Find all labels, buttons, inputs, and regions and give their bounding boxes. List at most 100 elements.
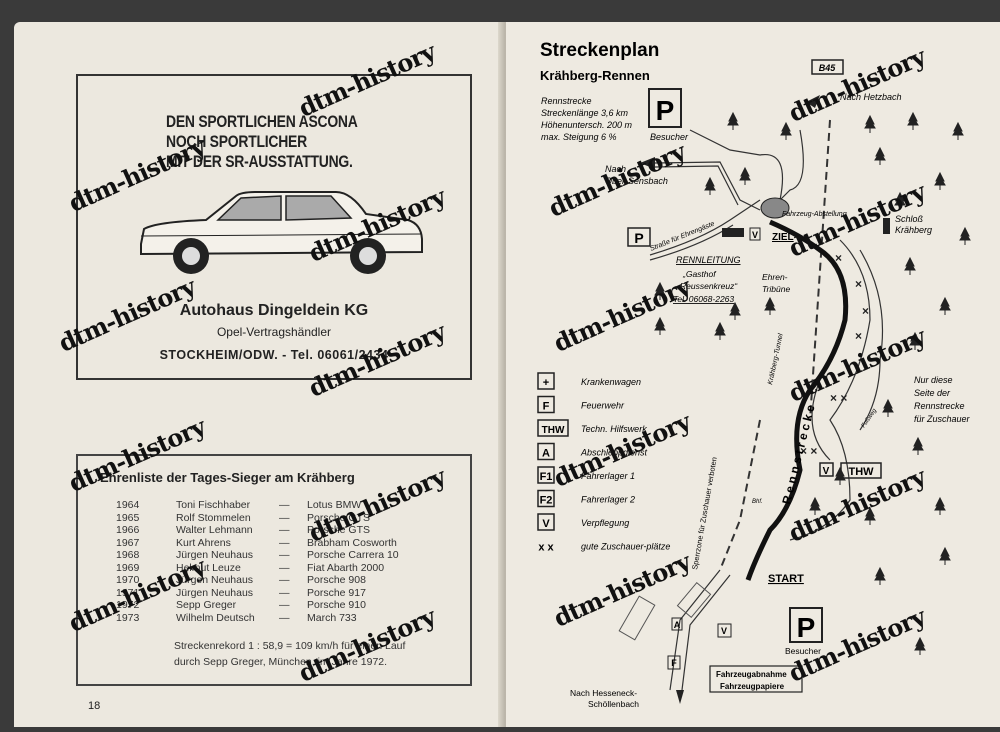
legend-symbol-box bbox=[537, 372, 555, 390]
info-line: Höhenuntersch. 200 m bbox=[541, 120, 633, 130]
tree-icon bbox=[939, 296, 951, 315]
tree-icon bbox=[894, 191, 906, 210]
castle-label: Krähberg bbox=[895, 225, 932, 235]
year-cell: 1968 bbox=[116, 549, 140, 561]
honor-list-box: Ehrenliste der Tages-Sieger am Krähberg … bbox=[76, 454, 472, 686]
legend-symbol-box bbox=[537, 466, 555, 484]
restricted-zone-label: Sperrzone für Zuschauer verboten bbox=[690, 456, 719, 570]
year-cell: 1964 bbox=[116, 499, 140, 511]
gasthof-label: Reussenkreuz“ bbox=[680, 281, 738, 291]
info-line: Streckenlänge 3,6 km bbox=[541, 108, 629, 118]
driver-cell: Walter Lehmann bbox=[176, 524, 253, 536]
tree-icon bbox=[904, 256, 916, 275]
year-cell: 1967 bbox=[116, 536, 140, 549]
driver-cell: Jürgen Neuhaus bbox=[176, 549, 254, 561]
thw-letter: THW bbox=[848, 466, 874, 478]
legend-symbol: x x bbox=[538, 542, 554, 554]
car-cell: March 733 bbox=[307, 611, 357, 624]
legend-symbol: F1 bbox=[540, 471, 553, 483]
car-cell: Porsche GTS bbox=[307, 524, 371, 536]
paddock-area bbox=[760, 197, 790, 219]
legend-symbol-box bbox=[537, 513, 555, 531]
dash-cell: — bbox=[279, 586, 290, 599]
legend-symbol: F2 bbox=[540, 495, 553, 507]
parking-sign bbox=[789, 607, 823, 643]
tree-icon bbox=[939, 546, 951, 565]
dash-cell: — bbox=[279, 499, 290, 511]
tree-icon bbox=[864, 506, 876, 525]
car-cell: Porsche 908 bbox=[307, 574, 366, 586]
driver-cell: Helmut Leuze bbox=[176, 561, 241, 574]
tree-icon bbox=[874, 146, 886, 165]
legend-symbol: A bbox=[542, 448, 550, 460]
tree-icon bbox=[654, 316, 666, 335]
map-subtitle: Krähberg-Rennen bbox=[540, 68, 650, 83]
info-line: Rennstrecke bbox=[541, 96, 592, 106]
note-line: Nur diese bbox=[914, 375, 953, 385]
dealer-address: STOCKHEIM/ODW. - Tel. 06061/2434 bbox=[159, 348, 389, 362]
svg-text:×: × bbox=[855, 277, 862, 291]
driver-cell: Jürgen Neuhaus bbox=[176, 586, 254, 599]
legend-symbol-box bbox=[537, 489, 555, 508]
spectator-note: Nur diese Seite der Rennstrecke für Zusc… bbox=[914, 375, 971, 424]
dash-cell: — bbox=[279, 561, 290, 574]
arrow-icon bbox=[676, 690, 684, 704]
year-cell: 1969 bbox=[116, 561, 140, 574]
record-line: Streckenrekord 1 : 58,9 = 109 km/h für e… bbox=[174, 640, 406, 652]
start-label: START bbox=[768, 573, 804, 585]
dash-cell: — bbox=[279, 524, 290, 536]
year-cell: 1973 bbox=[116, 611, 140, 624]
towing-sign bbox=[671, 617, 683, 631]
legend-symbol-box bbox=[537, 419, 569, 437]
svg-text:×: × bbox=[855, 329, 862, 343]
svg-text:× ×: × × bbox=[830, 391, 847, 405]
legend-symbol: V bbox=[542, 518, 550, 530]
record-line: durch Sepp Greger, München, im Jahre 197… bbox=[174, 656, 388, 668]
year-cell: 1970 bbox=[116, 574, 140, 586]
parking-sign bbox=[627, 227, 651, 247]
driver-cell: Kurt Ahrens bbox=[176, 536, 231, 549]
legend-label: Krankenwagen bbox=[581, 377, 641, 387]
road-label: Straße für Ehrengäste bbox=[649, 221, 716, 253]
dash-cell: — bbox=[279, 536, 290, 549]
inspection-label: Fahrzeugpapiere bbox=[720, 682, 785, 691]
opel-ascona-car-illustration bbox=[140, 191, 423, 274]
tree-icon bbox=[914, 636, 926, 655]
inspection-label: Fahrzeugabnahme bbox=[716, 670, 787, 679]
building bbox=[722, 228, 744, 237]
dash-cell: — bbox=[279, 549, 290, 561]
car-cell: Porsche 917 bbox=[307, 586, 366, 599]
tree-icon bbox=[834, 466, 846, 485]
tree-icon bbox=[780, 121, 792, 140]
driver-cell: Rolf Stommelen bbox=[176, 511, 251, 524]
car-cell: Porsche GTS bbox=[307, 511, 371, 524]
crowd-markers: ××××× ×× × bbox=[800, 251, 869, 458]
parking-letter: P bbox=[656, 95, 675, 126]
b45-sign bbox=[811, 59, 844, 75]
note-line: Seite der bbox=[914, 388, 951, 398]
fire-letter: F bbox=[671, 658, 677, 668]
year-cell: 1966 bbox=[116, 524, 140, 536]
catering-letter: V bbox=[752, 230, 758, 240]
legend-label: Fahrerlager 2 bbox=[581, 495, 635, 505]
direction-label: Ober-Sensbach bbox=[605, 176, 668, 186]
car-cell: Brabham Cosworth bbox=[307, 536, 397, 549]
legend-label: Fahrerlager 1 bbox=[581, 471, 635, 481]
legend-label: Verpflegung bbox=[581, 518, 629, 528]
tree-icon bbox=[809, 496, 821, 515]
car-cell: Fiat Abarth 2000 bbox=[307, 561, 385, 574]
dash-cell: — bbox=[279, 599, 290, 611]
parking-area-label: Fahrzeug-Abstellung bbox=[782, 211, 847, 218]
tree-icon bbox=[704, 176, 716, 195]
year-cell: 1965 bbox=[116, 511, 140, 524]
ad-headline: DEN SPORTLICHEN ASCONA NOCH SPORTLICHER … bbox=[166, 112, 412, 172]
car-cell: Lotus BMW bbox=[307, 499, 362, 511]
tree-icon bbox=[864, 114, 876, 133]
castle-label: Schloß bbox=[895, 214, 924, 224]
besucher-label: Besucher bbox=[650, 132, 689, 142]
legend-symbol: THW bbox=[542, 425, 565, 436]
tribune-label: Ehren- bbox=[762, 272, 788, 282]
parking-letter: P bbox=[634, 230, 643, 246]
